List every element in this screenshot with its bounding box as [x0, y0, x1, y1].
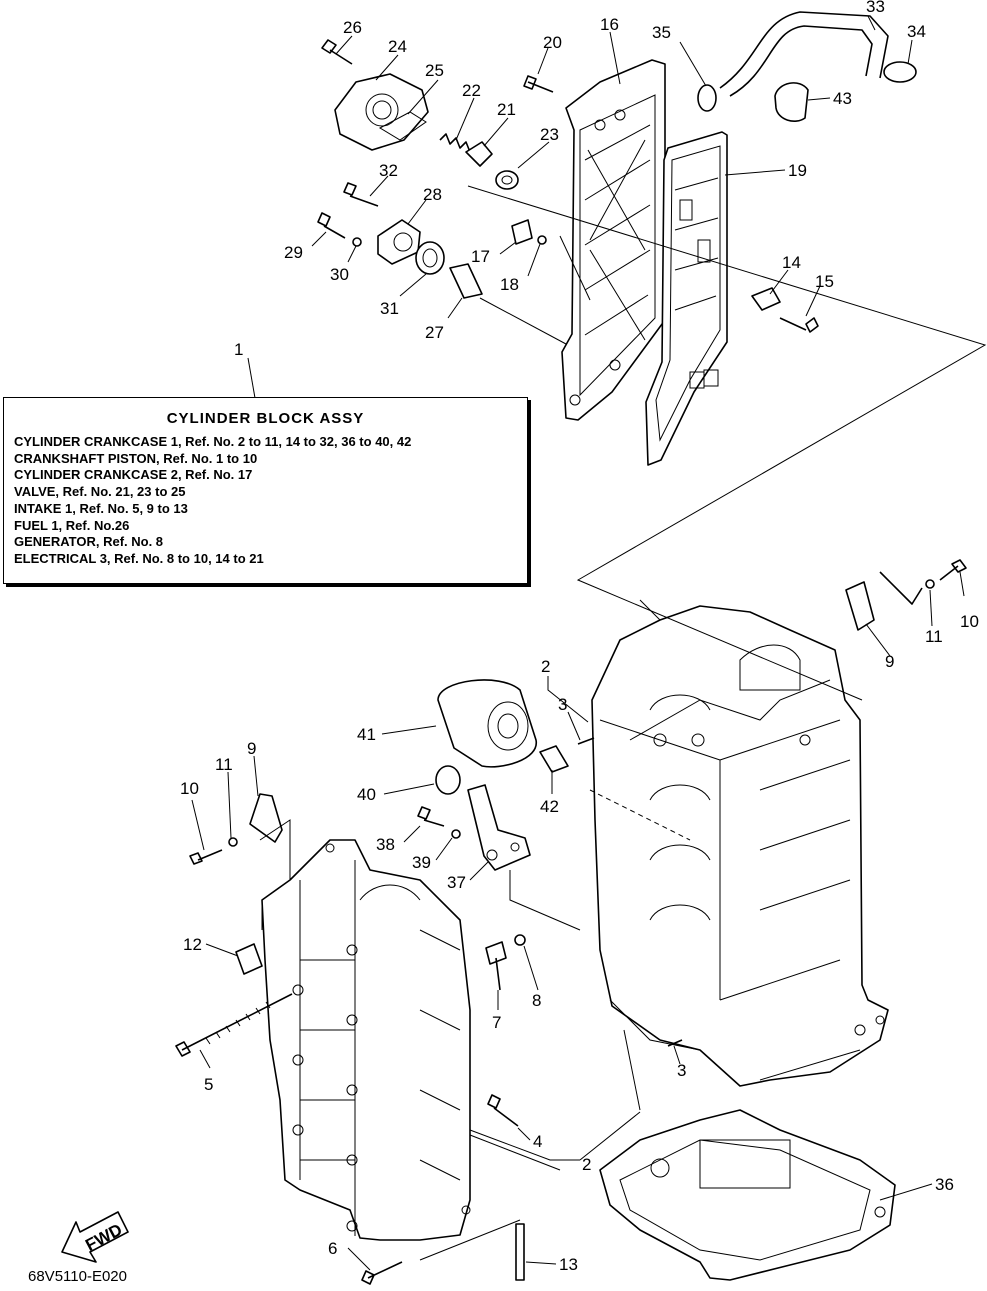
assembly-ref-line: CYLINDER CRANKCASE 1, Ref. No. 2 to 11, … — [14, 434, 412, 449]
callout-3-upper: 3 — [558, 695, 567, 714]
assembly-ref-line: CYLINDER CRANKCASE 2, Ref. No. 17 — [14, 467, 253, 483]
callout-35: 35 — [652, 23, 671, 42]
callout-36: 36 — [935, 1175, 954, 1194]
callout-3-lower: 3 — [677, 1061, 686, 1080]
callout-5: 5 — [204, 1075, 213, 1094]
callout-6: 6 — [328, 1239, 337, 1258]
assembly-ref-line: FUEL 1, Ref. No.26 — [14, 517, 130, 533]
callout-14: 14 — [782, 253, 801, 272]
fwd-direction-arrow: FWD — [61, 1211, 129, 1263]
callout-43: 43 — [833, 89, 852, 108]
callout-32: 32 — [379, 161, 398, 180]
callout-21: 21 — [497, 100, 516, 119]
assembly-ref-line: VALVE, Ref. No. 21, 23 to 25 — [14, 484, 186, 500]
callout-9-left: 9 — [247, 739, 256, 758]
callout-19: 19 — [788, 161, 807, 180]
callout-10-left: 10 — [180, 779, 199, 798]
leader-lines — [191, 15, 987, 1271]
callout-28: 28 — [423, 185, 442, 204]
assembly-title: CYLINDER BLOCK ASSY — [166, 410, 365, 427]
assembly-ref-line: CRANKSHAFT PISTON, Ref. No. 1 to 10 — [14, 450, 258, 466]
gasket-36 — [599, 1109, 896, 1281]
callout-2-lower: 2 — [582, 1155, 591, 1174]
callout-15: 15 — [815, 272, 834, 291]
lower-hardware — [175, 559, 967, 1285]
callout-4: 4 — [533, 1132, 542, 1151]
callout-27: 27 — [425, 323, 444, 342]
assembly-ref-line: ELECTRICAL 3, Ref. No. 8 to 10, 14 to 21 — [14, 550, 264, 566]
callout-8: 8 — [532, 991, 541, 1010]
callout-29: 29 — [284, 243, 303, 262]
callout-2-upper: 2 — [541, 657, 550, 676]
callout-12: 12 — [183, 935, 202, 954]
callout-34: 34 — [907, 22, 926, 41]
exhaust-cover-assembly — [317, 11, 917, 466]
assembly-ref-line: GENERATOR, Ref. No. 8 — [14, 534, 164, 550]
callout-26: 26 — [343, 18, 362, 37]
callout-9-right: 9 — [885, 652, 894, 671]
callout-39: 39 — [412, 853, 431, 872]
callout-38: 38 — [376, 835, 395, 854]
callout-30: 30 — [330, 265, 349, 284]
callout-20: 20 — [543, 33, 562, 52]
callout-17: 17 — [471, 247, 490, 266]
callout-31: 31 — [380, 299, 399, 318]
callout-23: 23 — [540, 125, 559, 144]
callout-13: 13 — [559, 1255, 578, 1274]
callout-numbers: 26 24 25 22 21 23 20 16 35 33 34 43 19 3… — [180, 0, 979, 1274]
callout-41: 41 — [357, 725, 376, 744]
callout-11-left: 11 — [215, 755, 233, 774]
callout-33: 33 — [866, 0, 885, 16]
callout-25: 25 — [425, 61, 444, 80]
callout-18: 18 — [500, 275, 519, 294]
assembly-ref-line: INTAKE 1, Ref. No. 5, 9 to 13 — [14, 500, 188, 516]
callout-42: 42 — [540, 797, 559, 816]
callout-7: 7 — [492, 1013, 501, 1032]
cylinder-block — [591, 605, 889, 1087]
callout-11-right: 11 — [925, 627, 943, 646]
assembly-legend-box: CYLINDER BLOCK ASSY CYLINDER CRANKCASE 1… — [3, 397, 528, 584]
callout-37: 37 — [447, 873, 466, 892]
callout-22: 22 — [462, 81, 481, 100]
callout-16: 16 — [600, 15, 619, 34]
callout-40: 40 — [357, 785, 376, 804]
crankcase — [261, 839, 471, 1241]
callout-1: 1 — [234, 340, 243, 359]
callout-24: 24 — [388, 37, 407, 56]
callout-10-right: 10 — [960, 612, 979, 631]
figure-code: 68V5110-E020 — [28, 1268, 127, 1285]
assembly-ref-list: CYLINDER CRANKCASE 1, Ref. No. 2 to 11, … — [14, 434, 411, 568]
